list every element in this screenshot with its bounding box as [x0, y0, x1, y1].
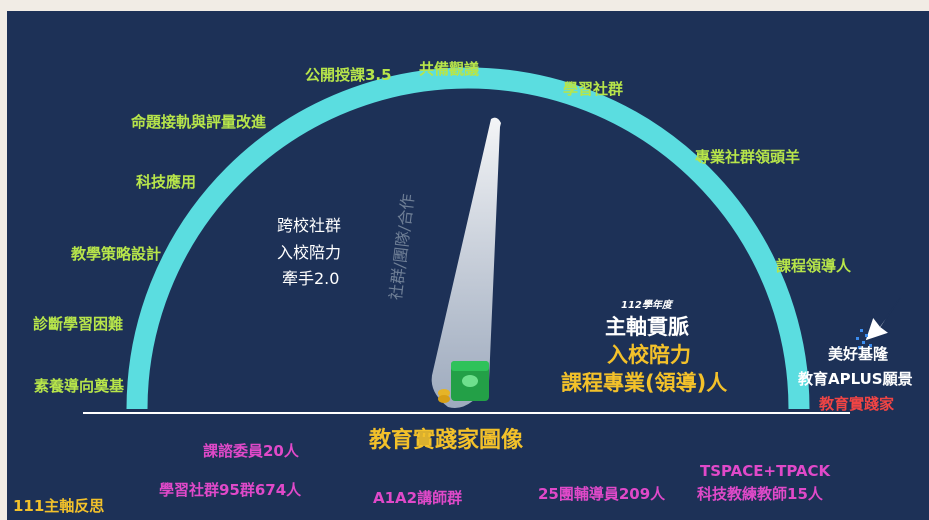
label-literacy: 素養導向奠基 [34, 377, 125, 395]
item-counselors: 25團輔導員209人 [538, 485, 666, 503]
practitioner-label: 教育實踐家 [819, 395, 895, 413]
label-learning-community: 學習社群 [563, 80, 624, 98]
label-curriculum-leader: 課程領導人 [776, 257, 852, 275]
keelung-label: 美好基隆 [828, 345, 889, 363]
label-tech-application: 科技應用 [136, 173, 197, 191]
main-axis-title: 主軸貫脈 [605, 315, 689, 339]
label-teaching-strategy: 教學策略設計 [71, 245, 162, 263]
center-left-line3: 牽手2.0 [282, 269, 340, 288]
slide: 公開授課3.5 共備觀議 學習社群 命題接軌與評量改進 專業社群領頭羊 科技應用… [7, 11, 929, 520]
curriculum-leader-title: 課程專業(領導)人 [561, 371, 728, 395]
item-tspace: TSPACE+TPACK [700, 462, 831, 480]
aplus-vision-label: 教育APLUS願景 [798, 370, 913, 388]
cursor-click-icon [856, 297, 901, 349]
center-left-line1: 跨校社群 [277, 216, 342, 235]
needle-beam [431, 117, 501, 408]
item-consultants: 課諮委員20人 [203, 442, 299, 460]
year-label: 112學年度 [621, 300, 672, 311]
label-assessment: 命題接軌與評量改進 [131, 113, 267, 131]
gauge-arc [126, 67, 810, 410]
label-co-planning: 共備觀議 [419, 60, 480, 78]
label-public-lesson: 公開授課3.5 [305, 66, 392, 84]
slide-graphics [83, 67, 901, 414]
school-support-title: 入校陪力 [607, 343, 691, 367]
item-learning-groups: 學習社群95群674人 [159, 481, 302, 499]
money-icon [438, 361, 489, 403]
bottom-title: 教育實踐家圖像 [369, 428, 524, 453]
item-tech-coaches: 科技教練教師15人 [697, 485, 823, 503]
label-community-leader: 專業社群領頭羊 [695, 148, 801, 166]
corner-label: 111主軸反思 [13, 497, 105, 515]
item-lecturers: A1A2講師群 [373, 489, 463, 507]
label-diagnose-learning: 診斷學習困難 [33, 315, 124, 333]
center-left-line2: 入校陪力 [277, 243, 342, 262]
